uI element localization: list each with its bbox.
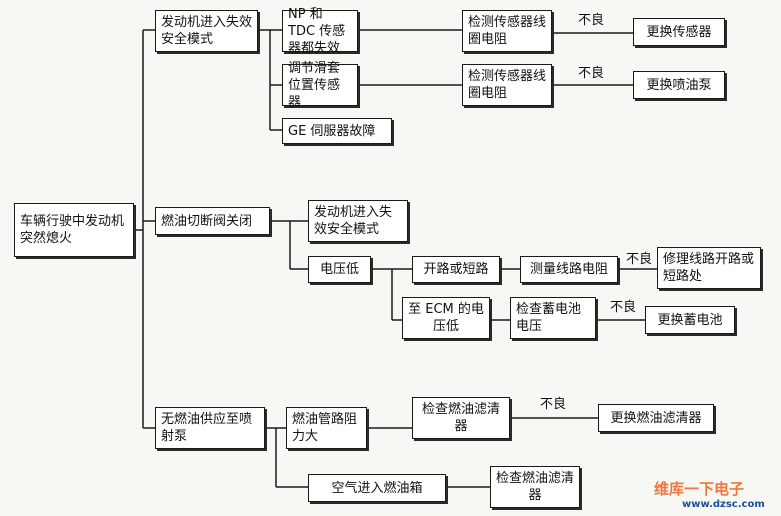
branch3-sub1-check-node: 检查燃油滤清器 xyxy=(412,397,510,439)
branch3-sub1-fix-label: 更换燃油滤清器 xyxy=(610,410,702,426)
branch2-sub2a-node: 开路或短路 xyxy=(412,256,500,283)
branch3-sub2-label: 空气进入燃油箱 xyxy=(331,480,423,496)
watermark-brand: 维库一下电子 xyxy=(654,480,745,498)
branch2-sub2a-fix-label: 修理线路开路或短路处 xyxy=(663,252,755,284)
branch2-node: 燃油切断阀关闭 xyxy=(155,207,270,235)
branch3-sub1-label: 燃油管路阻力大 xyxy=(292,412,358,444)
watermark-site: www.dzsc.com xyxy=(682,499,765,510)
branch1-sub2-fix-label: 更换喷油泵 xyxy=(646,77,712,93)
branch2-sub1-node: 发动机进入失效安全模式 xyxy=(308,200,408,242)
branch2-sub2a-fix-node: 修理线路开路或短路处 xyxy=(657,247,761,289)
branch2-sub2b-condition: 不良 xyxy=(610,300,637,315)
branch3-sub1-node: 燃油管路阻力大 xyxy=(286,407,367,449)
root-node: 车辆行驶中发动机突然熄火 xyxy=(14,203,134,257)
branch3-label: 无燃油供应至喷射泵 xyxy=(161,412,253,444)
branch1-sub2-label: 调节滑套位置传感器 xyxy=(288,60,341,110)
branch3-sub2-node: 空气进入燃油箱 xyxy=(308,474,446,502)
branch1-sub2-check-node: 检测传感器线圈电阻 xyxy=(462,64,552,106)
branch2-sub2a-label: 开路或短路 xyxy=(423,262,489,277)
branch1-sub1-fix-node: 更换传感器 xyxy=(633,18,725,46)
branch2-sub2b-fix-label: 更换蓄电池 xyxy=(657,312,723,328)
branch2-sub2-node: 电压低 xyxy=(308,256,371,283)
branch2-sub2b-fix-node: 更换蓄电池 xyxy=(645,306,735,334)
branch1-sub1-fix-label: 更换传感器 xyxy=(646,24,712,40)
branch2-sub2b-check-label: 检查蓄电池电压 xyxy=(516,302,582,334)
branch1-sub1-check-node: 检测传感器线圈电阻 xyxy=(462,10,552,52)
branch3-sub2-check-label: 检查燃油滤清器 xyxy=(496,471,575,503)
branch3-sub1-check-label: 检查燃油滤清器 xyxy=(421,402,500,434)
branch1-sub1-check-label: 检测传感器线圈电阻 xyxy=(468,15,547,47)
branch2-sub2a-check-label: 测量线路电阻 xyxy=(529,262,608,277)
branch1-sub2-fix-node: 更换喷油泵 xyxy=(633,71,725,99)
branch1-sub3-label: GE 伺服器故障 xyxy=(288,123,376,139)
branch2-sub1-label: 发动机进入失效安全模式 xyxy=(314,205,393,237)
branch1-sub1-condition: 不良 xyxy=(578,13,605,28)
branch3-node: 无燃油供应至喷射泵 xyxy=(155,407,265,449)
branch1-sub2-node: 调节滑套位置传感器 xyxy=(282,61,358,110)
branch2-sub2b-label: 至 ECM 的电压低 xyxy=(408,302,484,334)
branch2-sub2-label: 电压低 xyxy=(319,262,359,277)
branch3-sub2-check-node: 检查燃油滤清器 xyxy=(490,466,580,508)
branch1-sub2-condition: 不良 xyxy=(578,66,605,81)
branch1-sub2-check-label: 检测传感器线圈电阻 xyxy=(468,69,547,101)
branch1-sub1-label: NP 和 TDC 传感器都失效 xyxy=(288,6,346,56)
branch3-sub1-condition: 不良 xyxy=(540,397,567,412)
branch2-label: 燃油切断阀关闭 xyxy=(161,213,253,229)
branch3-sub1-fix-node: 更换燃油滤清器 xyxy=(598,404,714,432)
branch1-sub3-node: GE 伺服器故障 xyxy=(282,118,392,144)
branch1-label: 发动机进入失效安全模式 xyxy=(161,15,253,47)
branch2-sub2a-condition: 不良 xyxy=(626,252,653,267)
root-label: 车辆行驶中发动机突然熄火 xyxy=(20,214,125,246)
branch2-sub2b-node: 至 ECM 的电压低 xyxy=(402,297,490,339)
branch2-sub2b-check-node: 检查蓄电池电压 xyxy=(510,297,596,339)
branch1-node: 发动机进入失效安全模式 xyxy=(155,10,258,52)
branch1-sub1-node: NP 和 TDC 传感器都失效 xyxy=(282,7,358,56)
branch2-sub2a-check-node: 测量线路电阻 xyxy=(520,256,618,283)
